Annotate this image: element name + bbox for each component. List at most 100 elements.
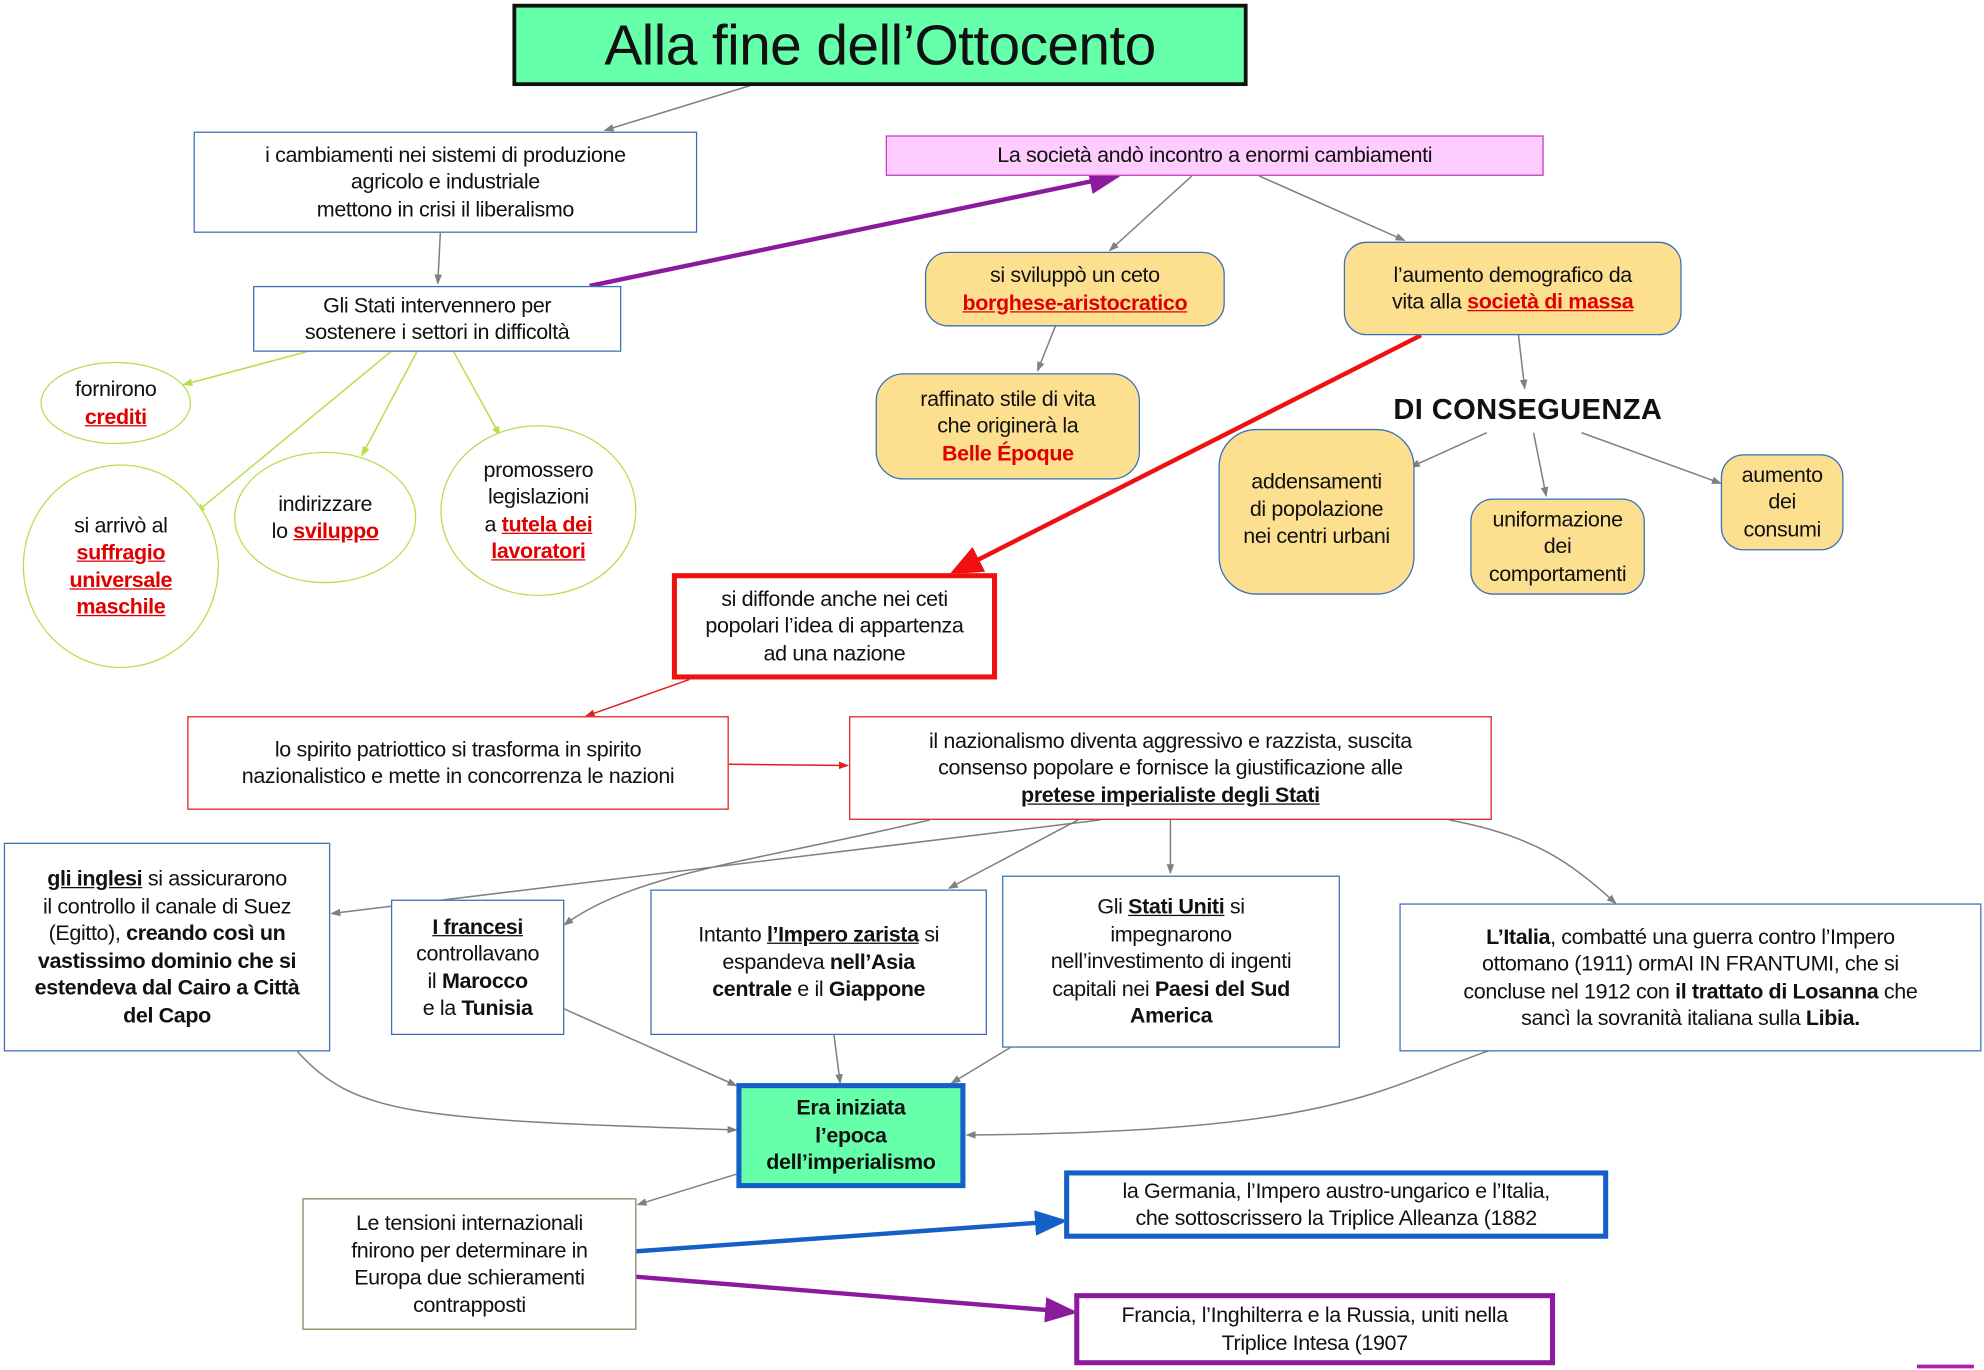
arrow: [296, 1050, 738, 1134]
arrow: [563, 819, 931, 926]
node-text: a: [484, 511, 497, 536]
keyword: creando così un vastissimo dominio che s…: [34, 921, 300, 1027]
node-text: l’aumento demografico da: [1393, 262, 1632, 287]
thick-blue-arrow: [635, 1210, 1068, 1254]
node-text: , combatté una guerra contro l’Impero: [1550, 924, 1895, 949]
keyword: maschile: [76, 594, 166, 619]
keyword: società di massa: [1467, 289, 1634, 314]
node-text: vita alla: [1392, 289, 1462, 314]
node-text: (Egitto),: [48, 921, 127, 946]
arrow: [950, 1045, 1013, 1084]
node-text: ottomano (1911) ormAI IN FRANTUMI, che s…: [1482, 951, 1899, 976]
node-text: impegnarono: [1110, 922, 1232, 947]
node-text: sostenere i settori in difficoltà: [304, 320, 570, 345]
node-text: concluse nel 1912 con: [1463, 978, 1676, 1003]
conseguenza-label: DI CONSEGUENZA: [1367, 390, 1690, 430]
node-text: Le tensioni internazionali: [355, 1210, 583, 1235]
node-stati: Gli Stati intervennero per sostenere i s…: [253, 285, 622, 352]
node-text: Gli: [1097, 894, 1129, 919]
arrow: [728, 761, 850, 770]
node-text: capitali nei: [1052, 976, 1155, 1001]
node-crediti: fornirono crediti: [40, 361, 192, 445]
arrow: [1108, 175, 1193, 252]
keyword: I francesi: [432, 914, 523, 939]
keyword: L’Italia: [1486, 924, 1551, 949]
node-text: si sviluppò un ceto: [989, 263, 1160, 288]
keyword: suffragio: [76, 540, 166, 565]
node-text: fnirono per determinare in: [351, 1238, 588, 1263]
node-tutela: promossero legislazioni a tutela dei lav…: [440, 425, 637, 596]
keyword: gli inglesi: [47, 866, 143, 891]
keyword: il trattato di Losanna: [1675, 978, 1879, 1003]
node-text: espandeva: [722, 949, 830, 974]
node-cambiamenti: i cambiamenti nei sistemi di produzione …: [193, 131, 698, 233]
node-text: il controllo il canale di Suez: [42, 893, 292, 918]
node-zarista: Intanto l’Impero zarista si espandeva ne…: [650, 889, 987, 1036]
keyword: Stati Uniti: [1128, 894, 1225, 919]
keyword: nell’Asia: [829, 949, 915, 974]
node-text: si: [918, 922, 940, 947]
node-text: che originerà la: [937, 414, 1079, 439]
node-text: consumi: [1743, 517, 1821, 542]
node-text: che: [1878, 978, 1918, 1003]
node-consumi: aumento dei consumi: [1720, 454, 1844, 551]
node-italia: L’Italia, combatté una guerra contro l’I…: [1399, 903, 1982, 1052]
node-text: contrapposti: [413, 1292, 526, 1317]
node-text: uniformazione: [1492, 507, 1623, 532]
arrow: [603, 84, 754, 132]
node-text: Francia, l’Inghilterra e la Russia, unit…: [1121, 1303, 1509, 1328]
node-text: indirizzare: [278, 491, 373, 516]
arrow: [636, 1173, 737, 1206]
node-text: lo: [271, 518, 288, 543]
keyword: universale: [69, 567, 173, 592]
node-text: legislazioni: [488, 484, 589, 509]
node-text: Europa due schieramenti: [354, 1265, 585, 1290]
node-text: comportamenti: [1488, 561, 1627, 586]
node-suffragio: si arrivò al suffragio universale maschi…: [22, 464, 219, 669]
arrow: [965, 1049, 1491, 1139]
keyword: Giappone: [828, 977, 926, 1002]
node-text: nei centri urbani: [1243, 523, 1390, 548]
node-text: il: [427, 968, 442, 993]
arrow: [833, 1033, 843, 1085]
node-text: lo spirito patriottico si trasforma in s…: [274, 737, 642, 762]
keyword: centrale: [712, 977, 792, 1002]
arrow: [182, 349, 312, 387]
node-text: La società andò incontro a enormi cambia…: [997, 143, 1433, 168]
node-nazionalismo: il nazionalismo diventa aggressivo e raz…: [849, 716, 1492, 820]
node-era: Era iniziata l’epoca dell’imperialismo: [736, 1083, 966, 1189]
node-tensioni: Le tensioni internazionali fnirono per d…: [302, 1198, 637, 1330]
arrow: [1517, 333, 1528, 390]
arrow: [195, 349, 393, 514]
arrow: [434, 232, 443, 285]
node-raffinato: raffinato stile di vita che originerà la…: [875, 373, 1141, 480]
node-text: Intanto: [698, 922, 767, 947]
node-sviluppo: indirizzare lo sviluppo: [234, 451, 417, 584]
node-text: dell’imperialismo: [766, 1150, 936, 1175]
keyword: Paesi del Sud: [1154, 976, 1290, 1001]
node-text: sancì la sovranità italiana sulla: [1521, 1005, 1806, 1030]
page-title: Alla fine dell’Ottocento: [604, 12, 1156, 77]
title-box: Alla fine dell’Ottocento: [512, 3, 1248, 87]
node-text: nazionalistico e mette in concorrenza le…: [241, 764, 675, 789]
node-text: si diffonde anche nei ceti: [721, 586, 948, 611]
node-usa: Gli Stati Uniti si impegnarono nell’inve…: [1002, 875, 1340, 1048]
arrow: [1532, 432, 1549, 498]
node-francesi: I francesi controllavano il Marocco e la…: [390, 899, 565, 1036]
node-text: controllavano: [416, 941, 540, 966]
node-text: Gli Stati intervennero per: [323, 292, 552, 317]
node-text: la Germania, l’Impero austro-ungarico e …: [1122, 1178, 1550, 1203]
node-text: che sottoscrissero la Triplice Alleanza …: [1135, 1205, 1537, 1230]
keyword: crediti: [84, 404, 147, 429]
node-text: si: [1224, 894, 1245, 919]
keyword: l’Impero zarista: [766, 922, 919, 947]
thick-red-arrow: [949, 333, 1422, 575]
node-text: i cambiamenti nei sistemi di produzione: [265, 142, 626, 167]
node-text: nell’investimento di ingenti: [1050, 949, 1292, 974]
node-societa: La società andò incontro a enormi cambia…: [885, 135, 1544, 176]
node-text: dei: [1768, 489, 1796, 515]
node-text: l’epoca: [815, 1123, 887, 1148]
node-text: e la: [422, 995, 462, 1020]
node-text: si assicurarono: [142, 866, 287, 891]
keyword: pretese imperialiste degli Stati: [1021, 782, 1320, 807]
